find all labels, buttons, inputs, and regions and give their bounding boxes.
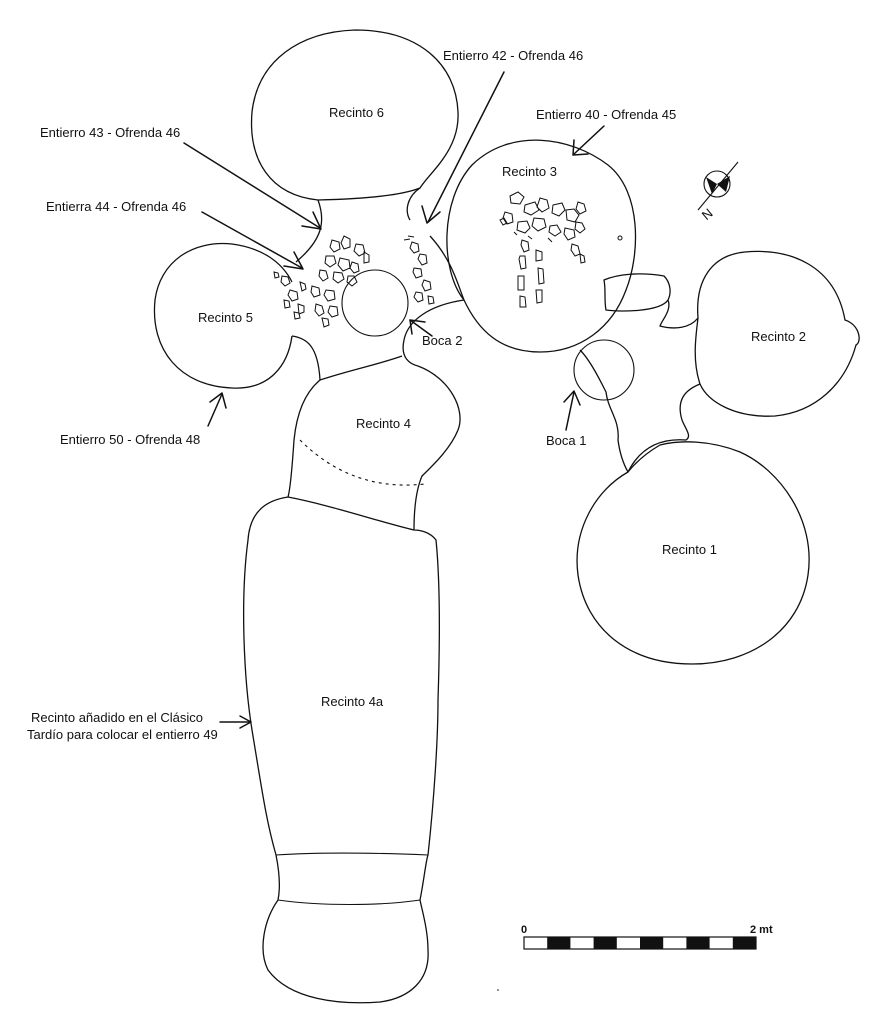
recinto-4-outline xyxy=(287,365,461,531)
arrow-entierro-40 xyxy=(572,125,605,156)
recinto-2-outline xyxy=(694,250,860,417)
boca-1-circle xyxy=(573,339,635,401)
scale-start-label: 0 xyxy=(521,924,527,936)
recinto-6-outline xyxy=(250,29,459,201)
recinto-4a-divider-lower xyxy=(277,899,421,906)
recinto-5-label: Recinto 5 xyxy=(198,310,253,325)
arrow-entierro-42 xyxy=(421,71,505,224)
north-arrow-label: N xyxy=(699,205,716,223)
arrow-entierro-50 xyxy=(207,392,227,427)
boca-1-label: Boca 1 xyxy=(546,433,586,448)
scale-segment xyxy=(593,937,617,949)
recinto-1-label: Recinto 1 xyxy=(662,542,717,557)
north-arrow-icon: N xyxy=(697,161,739,223)
recinto-4a-divider-upper xyxy=(275,852,429,856)
scale-segment xyxy=(732,937,756,949)
central-passage-outline xyxy=(291,187,465,381)
arrow-boca-2 xyxy=(409,319,433,337)
arrow-entierro-43 xyxy=(183,142,322,230)
entierro-50-label: Entierro 50 - Ofrenda 48 xyxy=(60,432,200,447)
central-pit-circle xyxy=(341,269,409,337)
recinto-3-label: Recinto 3 xyxy=(502,164,557,179)
entierro-40-label: Entierro 40 - Ofrenda 45 xyxy=(536,107,676,122)
recinto-4a-label: Recinto 4a xyxy=(321,694,384,709)
recinto-4a-note-line1: Recinto añadido en el Clásico xyxy=(31,710,203,725)
entierro-42-label: Entierro 42 - Ofrenda 46 xyxy=(443,48,583,63)
boca-2-outline xyxy=(319,299,465,381)
recinto-1-outline xyxy=(576,441,810,665)
scale-segment xyxy=(547,937,571,949)
entierra-44-label: Entierra 44 - Ofrenda 46 xyxy=(46,199,186,214)
scale-segment xyxy=(686,937,710,949)
recinto-2-label: Recinto 2 xyxy=(751,329,806,344)
scale-end-label: 2 mt xyxy=(750,924,773,936)
entierro-43-label: Entierro 43 - Ofrenda 46 xyxy=(40,125,180,140)
burial-remains-central xyxy=(273,235,435,328)
arrow-recinto-4a-note xyxy=(219,715,252,729)
recinto-4-dashed-boundary xyxy=(299,439,426,486)
recinto-4-label: Recinto 4 xyxy=(356,416,411,431)
recinto-3-outline xyxy=(446,139,637,353)
recinto-4a-note-line2: Tardío para colocar el entierro 49 xyxy=(27,727,218,742)
boca-1-area-outline xyxy=(579,349,701,473)
arrow-entierra-44 xyxy=(201,211,304,270)
recinto-6-label: Recinto 6 xyxy=(329,105,384,120)
burial-remains-recinto-3 xyxy=(499,191,623,308)
arrow-boca-1 xyxy=(563,390,581,431)
recinto-4a-outline xyxy=(243,496,440,1004)
scale-segment xyxy=(640,937,664,949)
corridor-to-recinto-2 xyxy=(603,273,699,329)
stray-mark xyxy=(497,989,499,991)
recinto-5-outline xyxy=(153,242,293,389)
scale-bar: 0 2 mt xyxy=(521,924,773,950)
boca-2-label: Boca 2 xyxy=(422,333,462,348)
